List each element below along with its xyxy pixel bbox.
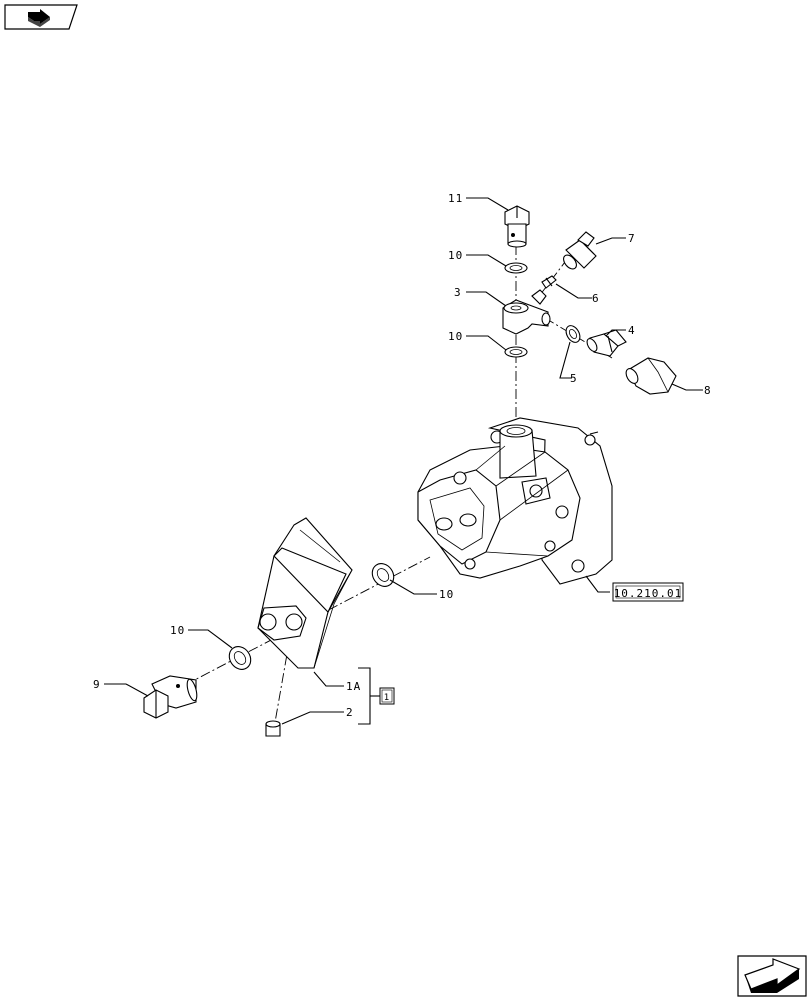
banjo-bolt-bottom bbox=[143, 675, 198, 719]
callout-11: 11 bbox=[448, 192, 463, 205]
banjo-bolt-top bbox=[504, 205, 530, 248]
washer-pump-side bbox=[371, 563, 395, 587]
callout-labels: 11 10 7 6 3 10 4 5 8 10 10 9 1A 2 bbox=[93, 192, 712, 719]
elbow-fitting bbox=[625, 357, 677, 395]
banjo-fitting bbox=[502, 289, 551, 335]
callout-10-pump: 10 bbox=[439, 588, 454, 601]
callout-3: 3 bbox=[454, 286, 462, 299]
adapter-fitting bbox=[586, 329, 627, 357]
leader-lines bbox=[104, 197, 703, 725]
washer-middle bbox=[504, 346, 528, 358]
callout-1a: 1A bbox=[346, 680, 361, 693]
kit-label: 1 bbox=[384, 693, 390, 703]
callout-10-middle: 10 bbox=[448, 330, 463, 343]
protective-cap bbox=[265, 720, 281, 737]
callout-7: 7 bbox=[628, 232, 636, 245]
cover-plate bbox=[257, 517, 353, 669]
next-page-arrow-icon bbox=[737, 955, 807, 997]
prev-page-button[interactable] bbox=[4, 4, 78, 30]
callout-2: 2 bbox=[346, 706, 354, 719]
retaining-clip bbox=[541, 275, 557, 289]
pressure-sensor bbox=[563, 231, 597, 270]
callout-5: 5 bbox=[570, 372, 578, 385]
callout-6: 6 bbox=[592, 292, 600, 305]
hydraulic-pump-body bbox=[417, 417, 613, 585]
o-ring bbox=[565, 325, 581, 343]
kit-box: 1 bbox=[379, 687, 395, 705]
folder-arrow-icon bbox=[4, 4, 78, 30]
reference-box: 10.210.01 bbox=[612, 582, 684, 602]
next-page-button[interactable] bbox=[737, 955, 807, 997]
washer-bolt-side bbox=[228, 646, 252, 670]
callout-8: 8 bbox=[704, 384, 712, 397]
reference-label[interactable]: 10.210.01 bbox=[614, 587, 683, 600]
callout-9: 9 bbox=[93, 678, 101, 691]
callout-4: 4 bbox=[628, 324, 636, 337]
callout-10-top: 10 bbox=[448, 249, 463, 262]
washer-top bbox=[504, 262, 528, 274]
callout-10-left: 10 bbox=[170, 624, 185, 637]
